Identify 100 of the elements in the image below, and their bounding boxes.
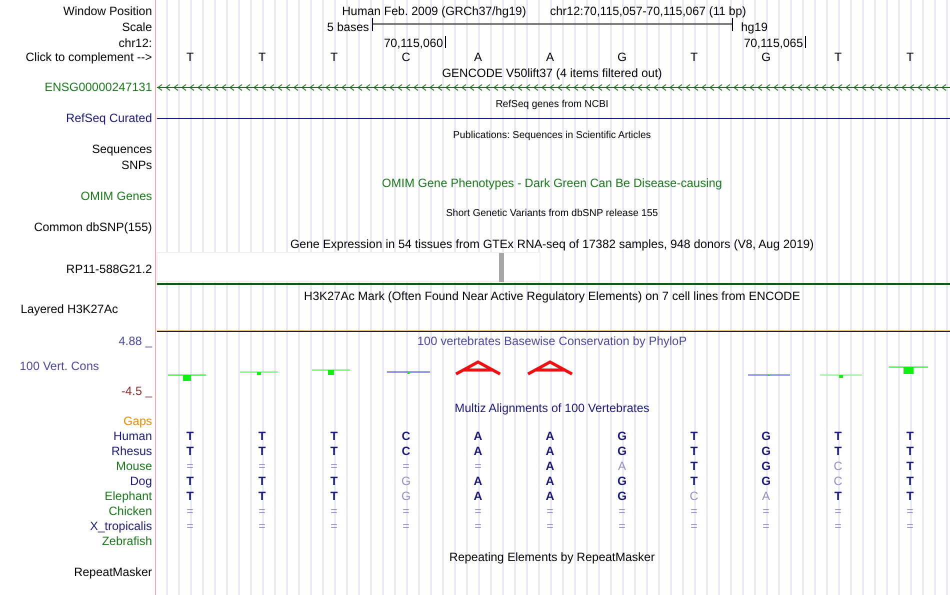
base-letter: A (474, 474, 482, 488)
base-letter: = (762, 518, 770, 534)
base-letter: T (330, 428, 338, 444)
base-letter: T (906, 458, 914, 474)
base-letter: = (186, 504, 194, 518)
base-letter: A (546, 488, 554, 504)
base-letter: = (330, 518, 338, 534)
base-letter: = (402, 458, 410, 474)
base-letter: T (330, 474, 338, 488)
position-text: chr12:70,115,057-70,115,067 (11 bp) (550, 4, 746, 18)
base-letter: G (617, 444, 627, 458)
track-label: Window Position (63, 4, 152, 18)
base-letter: A (546, 458, 554, 474)
base-letter: T (330, 444, 338, 458)
base-letter: = (258, 518, 266, 534)
base-letter: = (762, 504, 770, 518)
base-letter: T (690, 444, 698, 458)
base-letter: = (834, 504, 842, 518)
species-label: Chicken (108, 504, 152, 518)
base-letter: = (330, 504, 338, 518)
base-letter: T (906, 444, 914, 458)
base-letter: = (474, 518, 482, 534)
species-label: Mouse (116, 458, 152, 474)
species-label: Dog (130, 474, 152, 488)
track-title: Multiz Alignments of 100 Vertebrates (454, 400, 650, 416)
base-letter: G (617, 474, 627, 488)
base-letter: = (258, 504, 266, 518)
base-letter: = (690, 518, 698, 534)
base-letter: G (761, 458, 771, 474)
base-letter: C (690, 488, 698, 504)
base-letter: T (690, 474, 698, 488)
base-letter: A (546, 50, 554, 64)
base-letter: T (690, 50, 698, 64)
base-letter: A (546, 444, 554, 458)
track-label: Click to complement --> (26, 50, 152, 64)
species-label: X_tropicalis (90, 518, 152, 534)
base-letter: T (186, 488, 194, 504)
track-label: chr12: (118, 36, 152, 50)
track-label: SNPs (121, 158, 152, 172)
base-letter: G (401, 474, 411, 488)
base-letter: C (834, 458, 842, 474)
base-letter: T (906, 428, 914, 444)
base-letter: T (906, 474, 914, 488)
track-label: RP11-588G21.2 (66, 262, 152, 276)
base-letter: T (834, 428, 842, 444)
track-title: Gene Expression in 54 tissues from GTEx RNA-seq of 17382 samples, 948 donors (V8, Aug 2019) (290, 236, 814, 252)
base-letter: A (618, 458, 626, 474)
base-letter: T (186, 444, 194, 458)
axis-value: 4.88 _ (118, 334, 152, 348)
base-letter: = (618, 504, 626, 518)
base-letter: T (258, 50, 266, 64)
base-letter: = (330, 458, 338, 474)
track-label: Common dbSNP(155) (34, 220, 152, 234)
base-letter: T (186, 428, 194, 444)
position-text: Human Feb. 2009 (GRCh37/hg19) (342, 4, 526, 18)
base-letter: T (834, 488, 842, 504)
base-letter: A (474, 428, 482, 444)
coordinate-text: 70,115,065 (744, 36, 803, 50)
species-label: Elephant (104, 488, 152, 504)
base-letter: = (186, 458, 194, 474)
track-title: GENCODE V50lift37 (4 items filtered out) (442, 66, 662, 80)
base-letter: C (402, 428, 410, 444)
base-letter: C (402, 444, 410, 458)
scale-text: hg19 (741, 20, 768, 34)
base-letter: T (258, 474, 266, 488)
scale-text: 5 bases (326, 20, 369, 34)
base-letter: = (186, 518, 194, 534)
base-letter: A (474, 444, 482, 458)
base-letter: G (401, 488, 411, 504)
base-letter: T (186, 50, 194, 64)
base-letter: G (617, 428, 627, 444)
base-letter: = (546, 518, 554, 534)
track-label: Sequences (92, 142, 152, 156)
base-letter: T (834, 444, 842, 458)
base-letter: A (762, 488, 770, 504)
base-letter: A (474, 50, 482, 64)
base-letter: = (402, 518, 410, 534)
base-letter: = (546, 504, 554, 518)
base-letter: G (617, 50, 627, 64)
base-letter: = (690, 504, 698, 518)
base-letter: A (546, 474, 554, 488)
base-letter: T (330, 50, 338, 64)
base-letter: T (330, 488, 338, 504)
track-label: RepeatMasker (74, 564, 152, 580)
base-letter: T (258, 488, 266, 504)
track-title: Short Genetic Variants from dbSNP release 155 (446, 206, 658, 220)
coordinate-text: 70,115,060 (384, 36, 443, 50)
axis-value: -4.5 _ (121, 384, 152, 398)
track-title: 100 vertebrates Basewise Conservation by PhyloP (417, 334, 687, 348)
base-letter: T (906, 488, 914, 504)
base-letter: = (474, 458, 482, 474)
base-letter: C (402, 50, 410, 64)
base-letter: = (906, 504, 914, 518)
base-letter: T (258, 428, 266, 444)
track-label: Layered H3K27Ac (20, 302, 118, 316)
base-letter: = (834, 518, 842, 534)
base-letter: T (906, 50, 914, 64)
base-letter: G (617, 488, 627, 504)
species-label: Zebrafish (102, 534, 152, 548)
base-letter: A (474, 488, 482, 504)
